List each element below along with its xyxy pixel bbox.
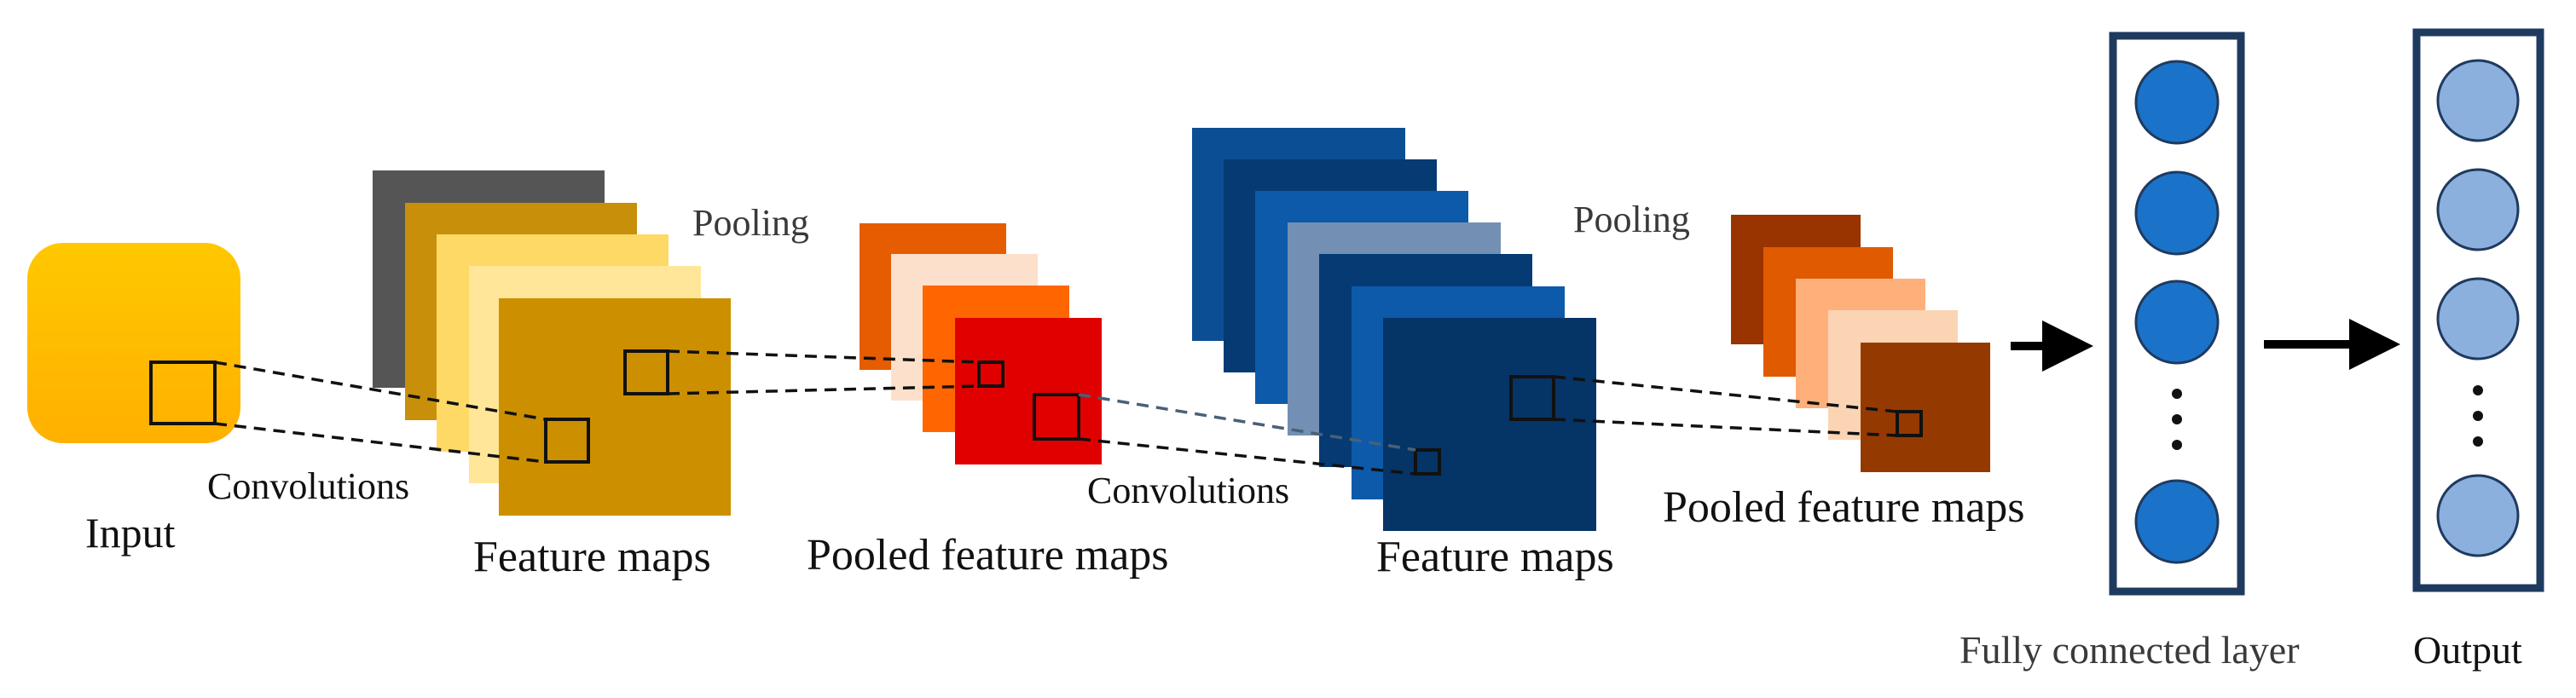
label-feature-maps-2: Feature maps: [1376, 533, 1614, 581]
label-convolutions-2: Convolutions: [1087, 470, 1289, 511]
pooled-map: [1861, 343, 1990, 472]
pool1-line-top: [667, 349, 980, 364]
conv1-line-top: [214, 361, 547, 421]
label-output: Output: [2413, 628, 2522, 672]
label-pooled-feature-maps-1: Pooled feature maps: [807, 531, 1169, 580]
fc-neuron: [2134, 479, 2220, 564]
pooled-feature-maps-1-stack: [860, 223, 1102, 464]
pooled-1-conv-window: [1033, 393, 1080, 441]
input-square: [27, 243, 240, 443]
pooled-2-target-window: [1896, 410, 1923, 437]
fc-layer-frame: [2109, 32, 2245, 596]
label-fully-connected-layer: Fully connected layer: [1959, 628, 2300, 672]
fc-ellipsis-dots: [2172, 389, 2182, 450]
fc-neuron: [2134, 280, 2220, 365]
output-layer: [2412, 28, 2544, 592]
pooled-feature-maps-2-stack: [1731, 215, 1990, 472]
input-image: [27, 243, 240, 443]
output-neuron: [2436, 168, 2520, 251]
conv2-line-top: [1078, 393, 1416, 452]
label-pooling-1: Pooling: [692, 202, 809, 244]
pooled-1-target-window: [977, 361, 1004, 388]
feature-maps-2-stack: [1192, 128, 1596, 531]
feature-map: [499, 298, 731, 516]
pool1-line-bottom: [667, 384, 980, 395]
fully-connected-layer: [2109, 32, 2245, 596]
input-receptive-field: [149, 361, 217, 425]
feature-map-1-pool-window: [623, 349, 669, 395]
label-pooling-2: Pooling: [1573, 199, 1690, 240]
feature-map: [1383, 318, 1596, 531]
label-input: Input: [85, 509, 176, 557]
fc-neuron: [2134, 60, 2220, 145]
label-pooled-feature-maps-2: Pooled feature maps: [1663, 483, 2025, 532]
connection-lines: [214, 349, 1898, 476]
output-neuron: [2436, 59, 2520, 142]
flow-arrows: [2011, 319, 2400, 372]
label-feature-maps-1: Feature maps: [473, 533, 711, 581]
conv2-line-bottom: [1078, 437, 1416, 476]
feature-maps-1-stack: [373, 170, 731, 516]
output-layer-frame: [2412, 28, 2544, 592]
output-neuron: [2436, 277, 2520, 361]
output-neuron: [2436, 474, 2520, 557]
fc-neuron: [2134, 170, 2220, 256]
output-ellipsis-dots: [2473, 385, 2483, 447]
feature-map-2-conv-window: [1414, 448, 1441, 476]
feature-map-1-conv-window: [544, 418, 590, 464]
conv1-line-bottom: [214, 422, 547, 464]
label-convolutions-1: Convolutions: [207, 465, 409, 507]
feature-map-2-pool-window: [1509, 375, 1555, 421]
pooled-map: [955, 318, 1102, 464]
